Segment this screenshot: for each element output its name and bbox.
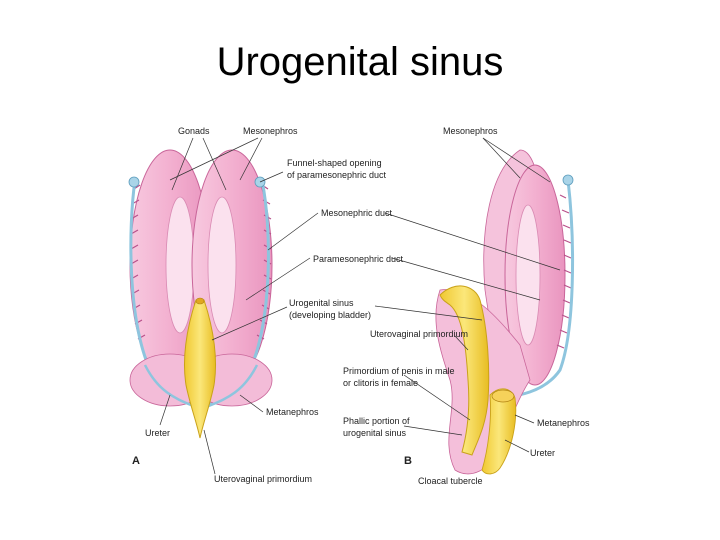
label-funnel-line1: Funnel-shaped opening — [287, 158, 382, 168]
panel-letter-a: A — [132, 455, 140, 467]
panel-b: Mesonephros Uterovaginal primordium Prim… — [343, 126, 590, 486]
urogenital-sinus-b — [439, 285, 490, 456]
label-metanephros-a: Metanephros — [266, 407, 319, 417]
label-gonads: Gonads — [178, 126, 210, 136]
label-mesonephros-b: Mesonephros — [443, 126, 498, 136]
label-paramesonephric-duct: Paramesonephric duct — [313, 254, 404, 264]
label-uterovaginal-primordium-b: Uterovaginal primordium — [370, 329, 468, 339]
slide-title: Urogenital sinus — [216, 40, 504, 84]
funnel-opening-left — [128, 176, 140, 188]
label-cloacal-tubercle: Cloacal tubercle — [418, 476, 483, 486]
label-mesonephros-a: Mesonephros — [243, 126, 298, 136]
label-mesonephric-duct: Mesonephric duct — [321, 208, 393, 218]
label-penis-line1: Primordium of penis in male — [343, 366, 455, 376]
funnel-opening-b — [562, 174, 574, 186]
urogenital-sinus-a — [184, 299, 216, 439]
label-urogenital-sinus-line2: (developing bladder) — [289, 310, 371, 320]
label-metanephros-b: Metanephros — [537, 418, 590, 428]
label-phallic-line2: urogenital sinus — [343, 428, 407, 438]
label-ureter-b: Ureter — [530, 448, 555, 458]
panel-a: Gonads Mesonephros Funnel-shaped opening… — [128, 126, 404, 484]
panel-letter-b: B — [404, 455, 412, 467]
label-phallic-line1: Phallic portion of — [343, 416, 410, 426]
label-funnel-line2: of paramesonephric duct — [287, 170, 387, 180]
label-uterovaginal-primordium-a: Uterovaginal primordium — [214, 474, 312, 484]
label-ureter-a: Ureter — [145, 428, 170, 438]
label-penis-line2: or clitoris in female — [343, 378, 418, 388]
label-urogenital-sinus-line1: Urogenital sinus — [289, 298, 354, 308]
